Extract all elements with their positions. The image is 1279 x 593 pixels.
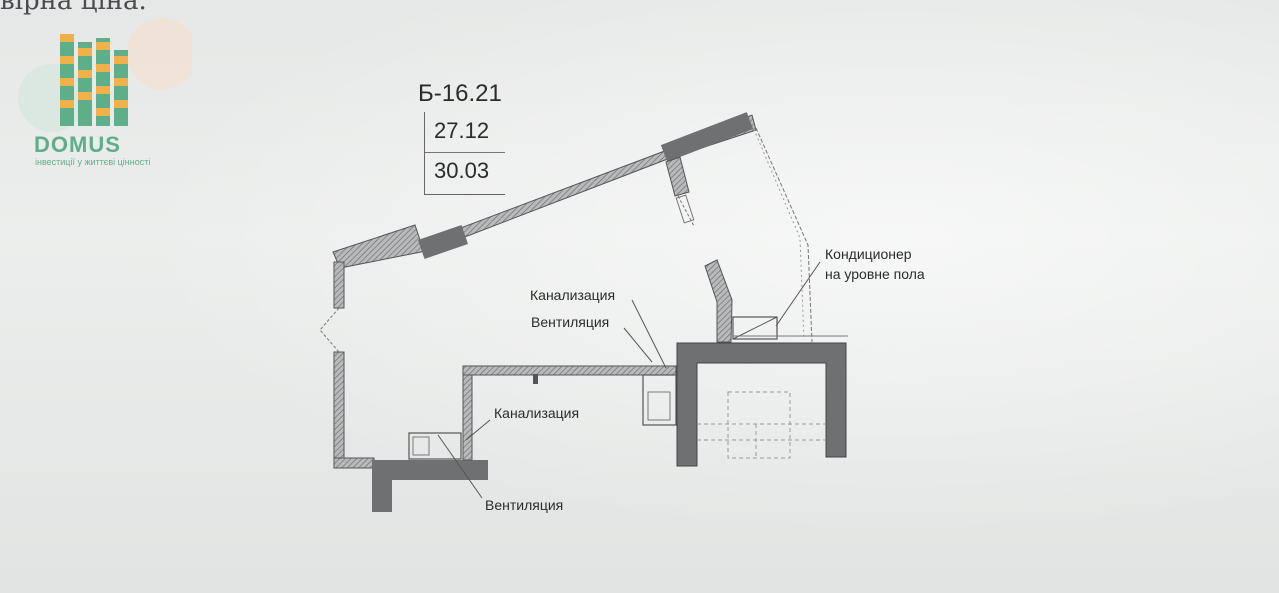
cropped-header-text: вірна ціна. <box>0 0 147 16</box>
label-ventilation-top: Вентиляция <box>531 314 610 330</box>
wall-left-upper <box>333 261 345 309</box>
wall-top-slanted <box>332 114 757 269</box>
logo-tagline: інвестиції у життєві цінності <box>35 157 151 167</box>
column-top-right <box>660 112 754 162</box>
ac-unit <box>732 316 778 340</box>
wall-inner-vertical <box>462 365 473 461</box>
label-air-conditioner-floor: на уровне пола <box>825 266 925 282</box>
label-air-conditioner: Кондиционер <box>825 246 912 262</box>
label-ventilation-bottom: Вентиляция <box>485 497 564 513</box>
wall-balcony-upper <box>665 156 690 197</box>
core-walls <box>676 342 847 467</box>
door-balcony <box>675 194 695 224</box>
area-value-2: 30.03 <box>434 158 490 183</box>
label-sewerage-mid: Канализация <box>494 405 580 421</box>
column-bottom <box>372 460 392 512</box>
column-top-left <box>417 225 469 259</box>
window-left <box>319 307 340 353</box>
domus-logo-icon <box>18 18 192 132</box>
wall-left-lower <box>333 351 345 463</box>
wall-bottom <box>333 457 375 469</box>
wall-inner-horizontal <box>462 365 677 376</box>
balcony-outline <box>755 127 813 343</box>
shaft-right <box>642 374 677 426</box>
wall-balcony-lower <box>704 259 733 343</box>
apartment-code: Б-16.21 <box>418 80 502 107</box>
shaft-left <box>408 432 462 460</box>
logo-wordmark: DOMUS <box>34 132 121 157</box>
area-box <box>424 112 505 195</box>
area-value-1: 27.12 <box>434 118 490 143</box>
wall-stub <box>533 374 538 384</box>
label-sewerage-top: Канализация <box>530 287 616 303</box>
